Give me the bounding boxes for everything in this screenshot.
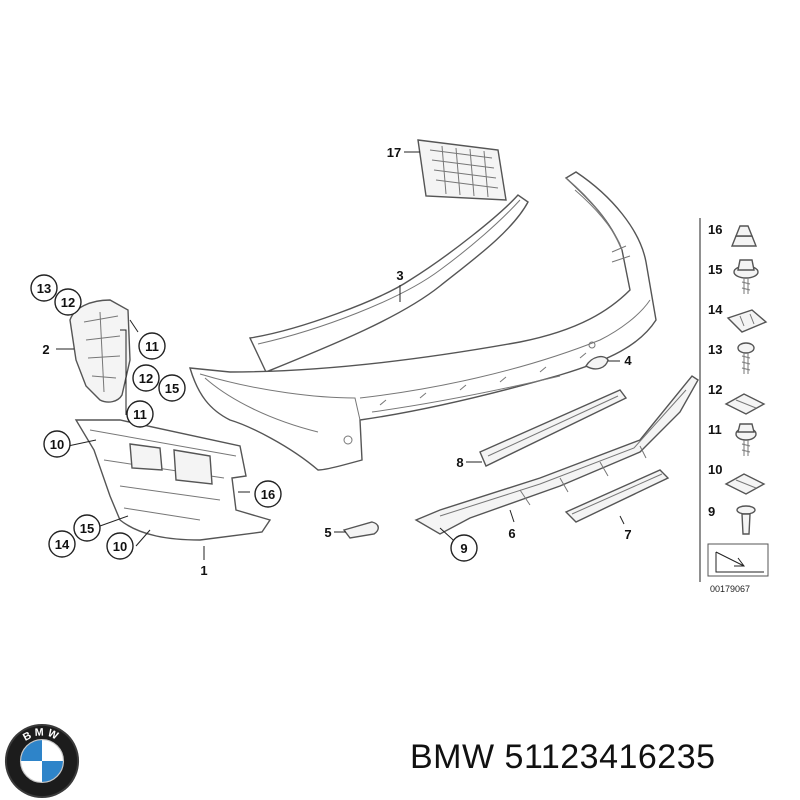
hardware-16: 16 <box>708 222 758 247</box>
hardware-12: 12 <box>708 382 766 415</box>
callout-11-top: 11 <box>138 332 166 360</box>
hardware-10: 10 <box>708 462 766 495</box>
bmw-logo: BMW <box>4 723 80 799</box>
part-1-corner <box>74 419 272 560</box>
brand-part-number: BMW 51123416235 <box>410 738 716 777</box>
callout-14: 14 <box>48 530 76 558</box>
label-7: 7 <box>624 527 631 542</box>
callout-9: 9 <box>450 534 478 562</box>
part-7-strip <box>564 469 670 525</box>
callout-15-low-text: 15 <box>80 521 94 536</box>
hardware-11: 11 <box>708 422 757 456</box>
label-4: 4 <box>624 353 632 368</box>
part-6-diffuser <box>414 375 699 535</box>
part-3-trim-strip <box>248 194 529 373</box>
callout-15-mid-text: 15 <box>165 381 179 396</box>
callout-16-text: 16 <box>261 487 275 502</box>
drawing-reference: 00179067 <box>710 584 750 594</box>
hardware-14: 14 <box>708 302 768 333</box>
hardware-12-label: 12 <box>708 382 722 397</box>
callout-13: 13 <box>30 274 58 302</box>
hardware-13-label: 13 <box>708 342 722 357</box>
callout-9-text: 9 <box>460 541 467 556</box>
hardware-15: 15 <box>708 259 759 294</box>
callout-12-mid-text: 12 <box>139 371 153 386</box>
hardware-11-label: 11 <box>708 422 722 437</box>
hardware-16-label: 16 <box>708 222 722 237</box>
callout-12-mid: 12 <box>132 364 160 392</box>
label-1: 1 <box>200 563 207 578</box>
part-17-grille <box>404 139 507 201</box>
callout-10-top-text: 10 <box>50 437 64 452</box>
brand-name: BMW <box>410 738 495 776</box>
callout-12: 12 <box>54 288 82 316</box>
callout-15-low: 15 <box>73 514 101 542</box>
bumper-cover <box>189 171 657 471</box>
hardware-10-label: 10 <box>708 462 722 477</box>
callout-12-text: 12 <box>61 295 75 310</box>
hardware-13: 13 <box>708 342 755 374</box>
callout-10-top: 10 <box>43 430 71 458</box>
callout-11-bottom: 11 <box>126 400 154 428</box>
callout-15-mid: 15 <box>158 374 186 402</box>
callout-10-low: 10 <box>106 532 134 560</box>
label-3: 3 <box>396 268 403 283</box>
label-6: 6 <box>508 526 515 541</box>
hardware-15-label: 15 <box>708 262 722 277</box>
label-8: 8 <box>456 455 463 470</box>
reference-arrow-box <box>707 543 769 577</box>
label-2: 2 <box>42 342 49 357</box>
label-17: 17 <box>387 145 401 160</box>
label-5: 5 <box>324 525 331 540</box>
logo-text: BMW <box>21 726 60 743</box>
part-2-bracket <box>56 299 131 415</box>
callout-13-text: 13 <box>37 281 51 296</box>
svg-text:BMW: BMW <box>21 726 63 743</box>
part-4-cap <box>585 355 620 370</box>
part-number: 51123416235 <box>504 738 716 776</box>
callout-11-top-text: 11 <box>145 339 159 354</box>
part-8-strip <box>466 389 628 467</box>
callout-16: 16 <box>254 480 282 508</box>
hardware-panel: 16 15 14 13 12 11 <box>699 218 769 594</box>
hardware-9-label: 9 <box>708 504 715 519</box>
callout-11-bottom-text: 11 <box>133 407 147 422</box>
callout-10-low-text: 10 <box>113 539 127 554</box>
callout-14-text: 14 <box>55 537 70 552</box>
hardware-14-label: 14 <box>708 302 723 317</box>
part-5-clip <box>334 521 379 539</box>
hardware-9: 9 <box>708 504 756 535</box>
